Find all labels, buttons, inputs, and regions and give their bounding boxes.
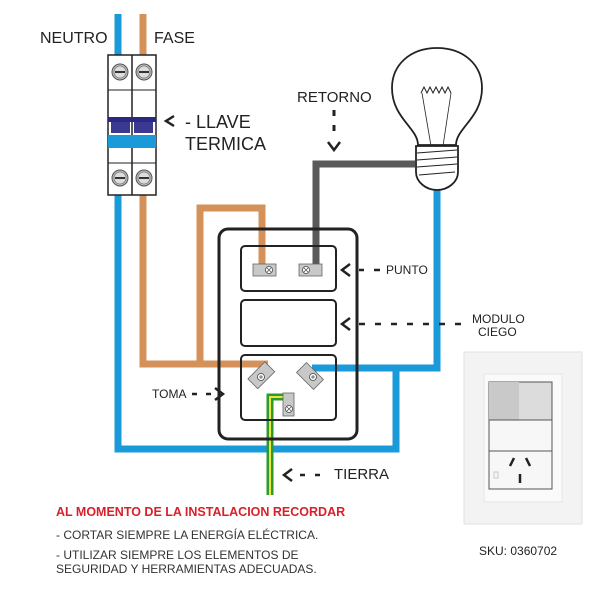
label-punto: PUNTO	[386, 263, 428, 277]
breaker	[107, 54, 157, 196]
note-item: - UTILIZAR SIEMPRE LOS ELEMENTOS DE	[56, 548, 299, 562]
product-plate-image	[463, 351, 583, 525]
label-neutro: NEUTRO	[40, 30, 108, 47]
product-sku: SKU: 0360702	[479, 544, 558, 558]
note-item: - CORTAR SIEMPRE LA ENERGÍA ELÉCTRICA.	[56, 528, 319, 542]
notes-heading: AL MOMENTO DE LA INSTALACION RECORDAR	[56, 505, 346, 519]
installation-notes: AL MOMENTO DE LA INSTALACION RECORDAR - …	[56, 505, 345, 582]
modulo-toma	[240, 354, 337, 421]
label-llave-termica-2: TERMICA	[185, 134, 266, 154]
label-modulo-ciego-1: MODULO	[472, 312, 525, 326]
label-fase: FASE	[154, 30, 195, 47]
pointer-arrows	[163, 110, 461, 482]
ground-wire	[266, 393, 288, 495]
return-wire	[312, 160, 415, 268]
label-llave-termica-1: - LLAVE	[185, 112, 251, 132]
toma-terminals	[247, 361, 325, 417]
label-tierra: TIERRA	[334, 466, 390, 483]
switch-box	[217, 227, 359, 441]
label-toma: TOMA	[152, 387, 187, 401]
breaker-screw-icon	[111, 63, 153, 187]
punto-terminals	[252, 263, 323, 277]
label-modulo-ciego-2: CIEGO	[478, 325, 517, 339]
phase-wire	[139, 14, 268, 368]
label-retorno: RETORNO	[297, 89, 372, 106]
modulo-ciego	[240, 299, 337, 347]
modulo-punto	[240, 245, 337, 292]
light-bulb-icon	[391, 47, 483, 191]
neutral-wire	[114, 14, 441, 453]
note-item: SEGURIDAD Y HERRAMIENTAS ADECUADAS.	[56, 562, 317, 576]
